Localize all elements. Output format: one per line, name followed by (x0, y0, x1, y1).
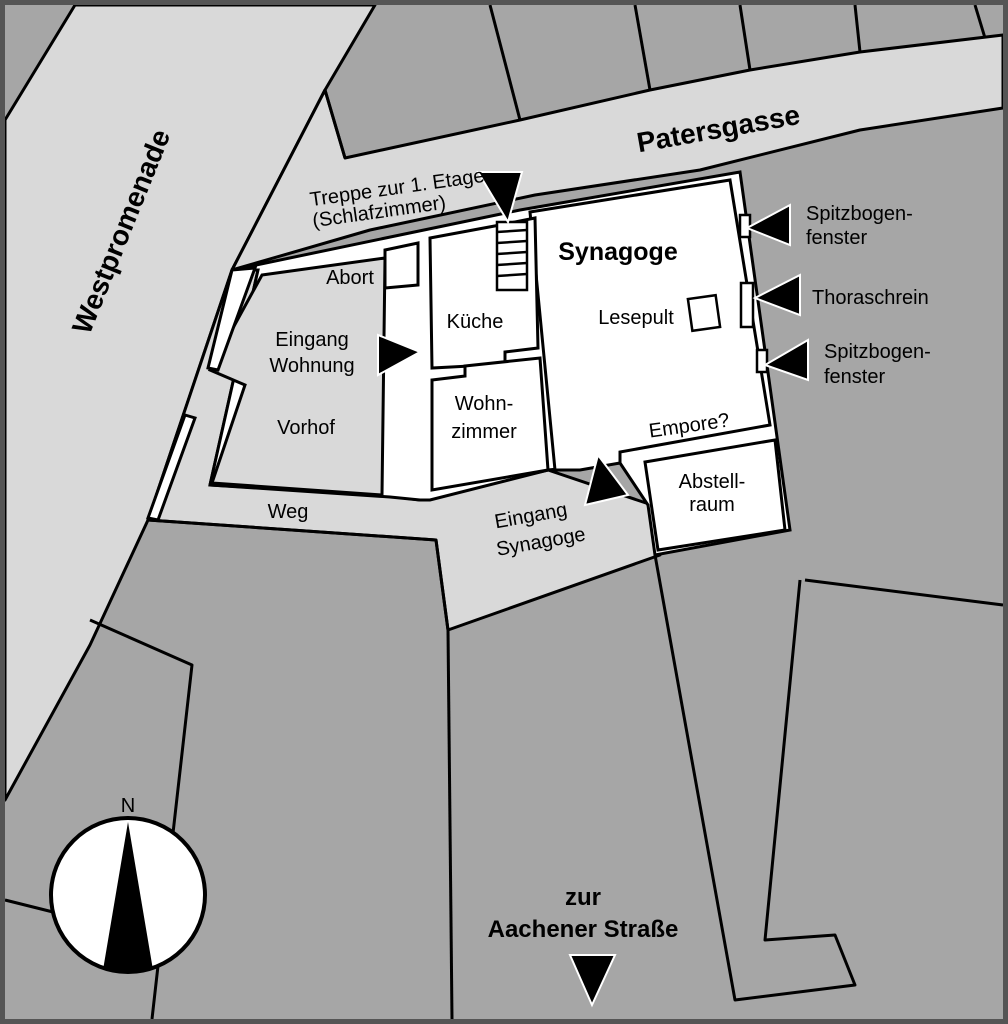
abstellraum-room (643, 438, 787, 552)
lesepult-label: Lesepult (598, 307, 674, 329)
spitzbogen2-label-line2: fenster (824, 366, 885, 388)
abstellraum-label-line2: raum (689, 494, 735, 516)
eingang-wohnung-label-line2: Wohnung (269, 355, 354, 377)
arrow-spitzbogen2-icon (762, 338, 809, 382)
arrow-eingang-synagoge-icon (583, 452, 630, 507)
arrow-treppe-icon (476, 171, 524, 225)
wall-features (738, 213, 769, 374)
synagoge-room (528, 178, 772, 472)
eingang-wohnung-label-line1: Eingang (275, 329, 348, 351)
thoraschrein-label: Thoraschrein (812, 287, 929, 309)
abort-label: Abort (326, 267, 374, 289)
spitzbogen1-label-line2: fenster (806, 227, 867, 249)
arrow-spitzbogen1-icon (744, 203, 791, 247)
wohnzimmer-room (430, 356, 550, 492)
abort-room (383, 241, 420, 290)
wohnzimmer-label-line1: Wohn- (455, 393, 514, 415)
compass-rose-icon: N (49, 795, 207, 974)
lesepult-icon (686, 293, 722, 333)
aachener-label-line1: zur (565, 884, 601, 911)
arrow-thoraschrein-icon (752, 273, 801, 317)
arrows (377, 171, 809, 1008)
property-lines (4, 4, 1004, 1020)
arrow-eingang-wohnung-icon (377, 333, 423, 377)
stairs-icon (495, 220, 529, 292)
spitzbogen2-label-line1: Spitzbogen- (824, 341, 931, 363)
aachener-label-line2: Aachener Straße (488, 916, 679, 943)
vorhof-label: Vorhof (277, 417, 335, 439)
weg-label: Weg (268, 501, 309, 523)
synagoge-label: Synagoge (558, 238, 678, 266)
abstellraum-label-line1: Abstell- (679, 471, 746, 493)
kueche-label: Küche (447, 311, 504, 333)
spitzbogen1-label-line1: Spitzbogen- (806, 203, 913, 225)
compass-north-label: N (121, 795, 135, 817)
wohnzimmer-label-line2: zimmer (451, 421, 517, 443)
arrow-aachener-icon (568, 954, 617, 1008)
west-wall-openings (146, 266, 258, 522)
